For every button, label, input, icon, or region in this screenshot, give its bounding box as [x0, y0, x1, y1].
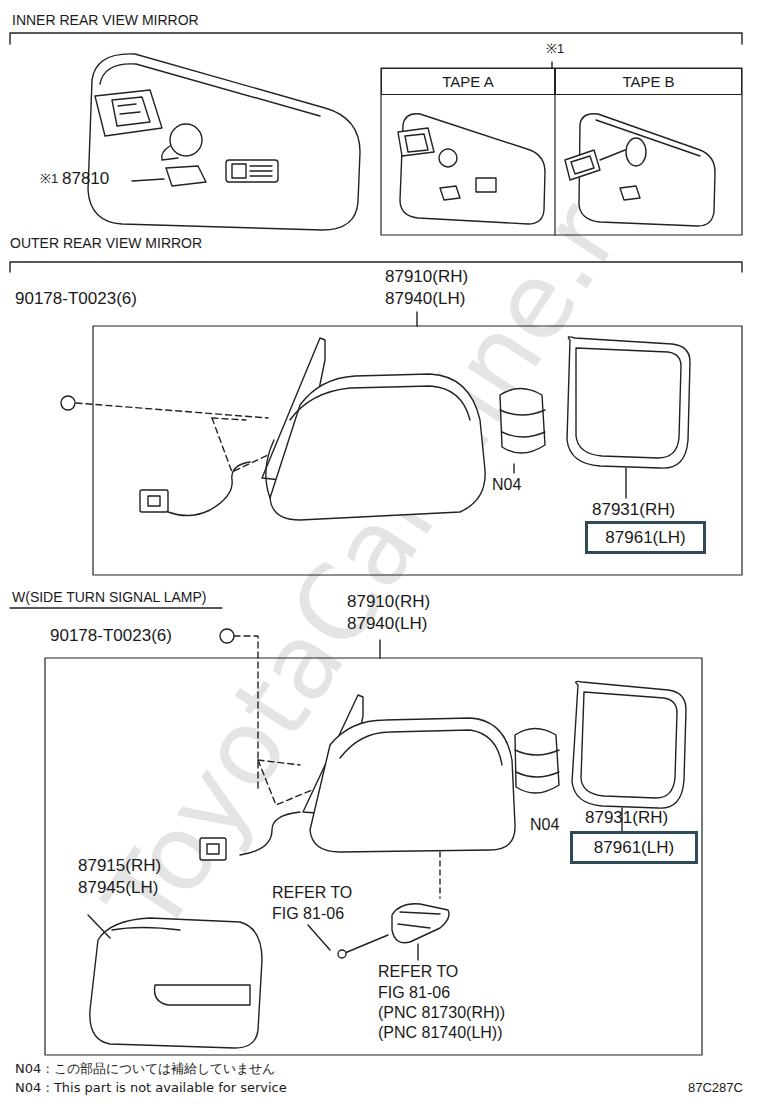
footnote-mark: ※1 — [40, 172, 58, 187]
node-text: TAPE A — [442, 73, 493, 90]
tape-cell: TAPE B — [555, 68, 742, 95]
part-number: 90178-T0023(6) — [50, 626, 172, 646]
note-code: N04 — [492, 476, 521, 494]
reference-note: FIG 81-06 — [378, 984, 450, 1002]
reference-note: FIG 81-06 — [272, 905, 344, 923]
tape-cell: TAPE A — [381, 68, 555, 95]
part-number: 87915(RH) — [78, 856, 161, 876]
note-code: N04 — [530, 816, 559, 834]
part-number: 87810 — [62, 169, 109, 189]
highlight-box: 87961(LH) — [585, 521, 706, 554]
part-number: 87940(LH) — [385, 289, 465, 309]
part-number: 87931(RH) — [592, 500, 675, 520]
section-heading: OUTER REAR VIEW MIRROR — [10, 235, 202, 251]
footnote-mark: ※1 — [546, 42, 564, 57]
footnote-text: N04 : この部品については補給していません — [15, 1062, 275, 1077]
highlight-box: 87961(LH) — [570, 831, 698, 864]
part-number: 90178-T0023(6) — [15, 289, 137, 309]
footnote-text: N04 : This part is not available for ser… — [15, 1081, 287, 1096]
node-text: 87961(LH) — [605, 528, 685, 548]
part-number: 87931(RH) — [585, 808, 668, 828]
part-number: 87940(LH) — [347, 614, 427, 634]
part-number: 87910(RH) — [347, 592, 430, 612]
node-text: 87961(LH) — [594, 838, 674, 858]
section-heading: INNER REAR VIEW MIRROR — [12, 12, 199, 28]
node-text: TAPE B — [622, 73, 674, 90]
figure-code: 87C287C — [688, 1081, 743, 1096]
reference-note: REFER TO — [378, 963, 458, 981]
reference-note: REFER TO — [272, 884, 352, 902]
reference-note: (PNC 81730(RH)) — [378, 1004, 505, 1022]
reference-note: (PNC 81740(LH)) — [378, 1024, 502, 1042]
section-heading: W(SIDE TURN SIGNAL LAMP) — [12, 589, 206, 605]
part-number: 87945(LH) — [78, 878, 158, 898]
part-number: 87910(RH) — [385, 267, 468, 287]
